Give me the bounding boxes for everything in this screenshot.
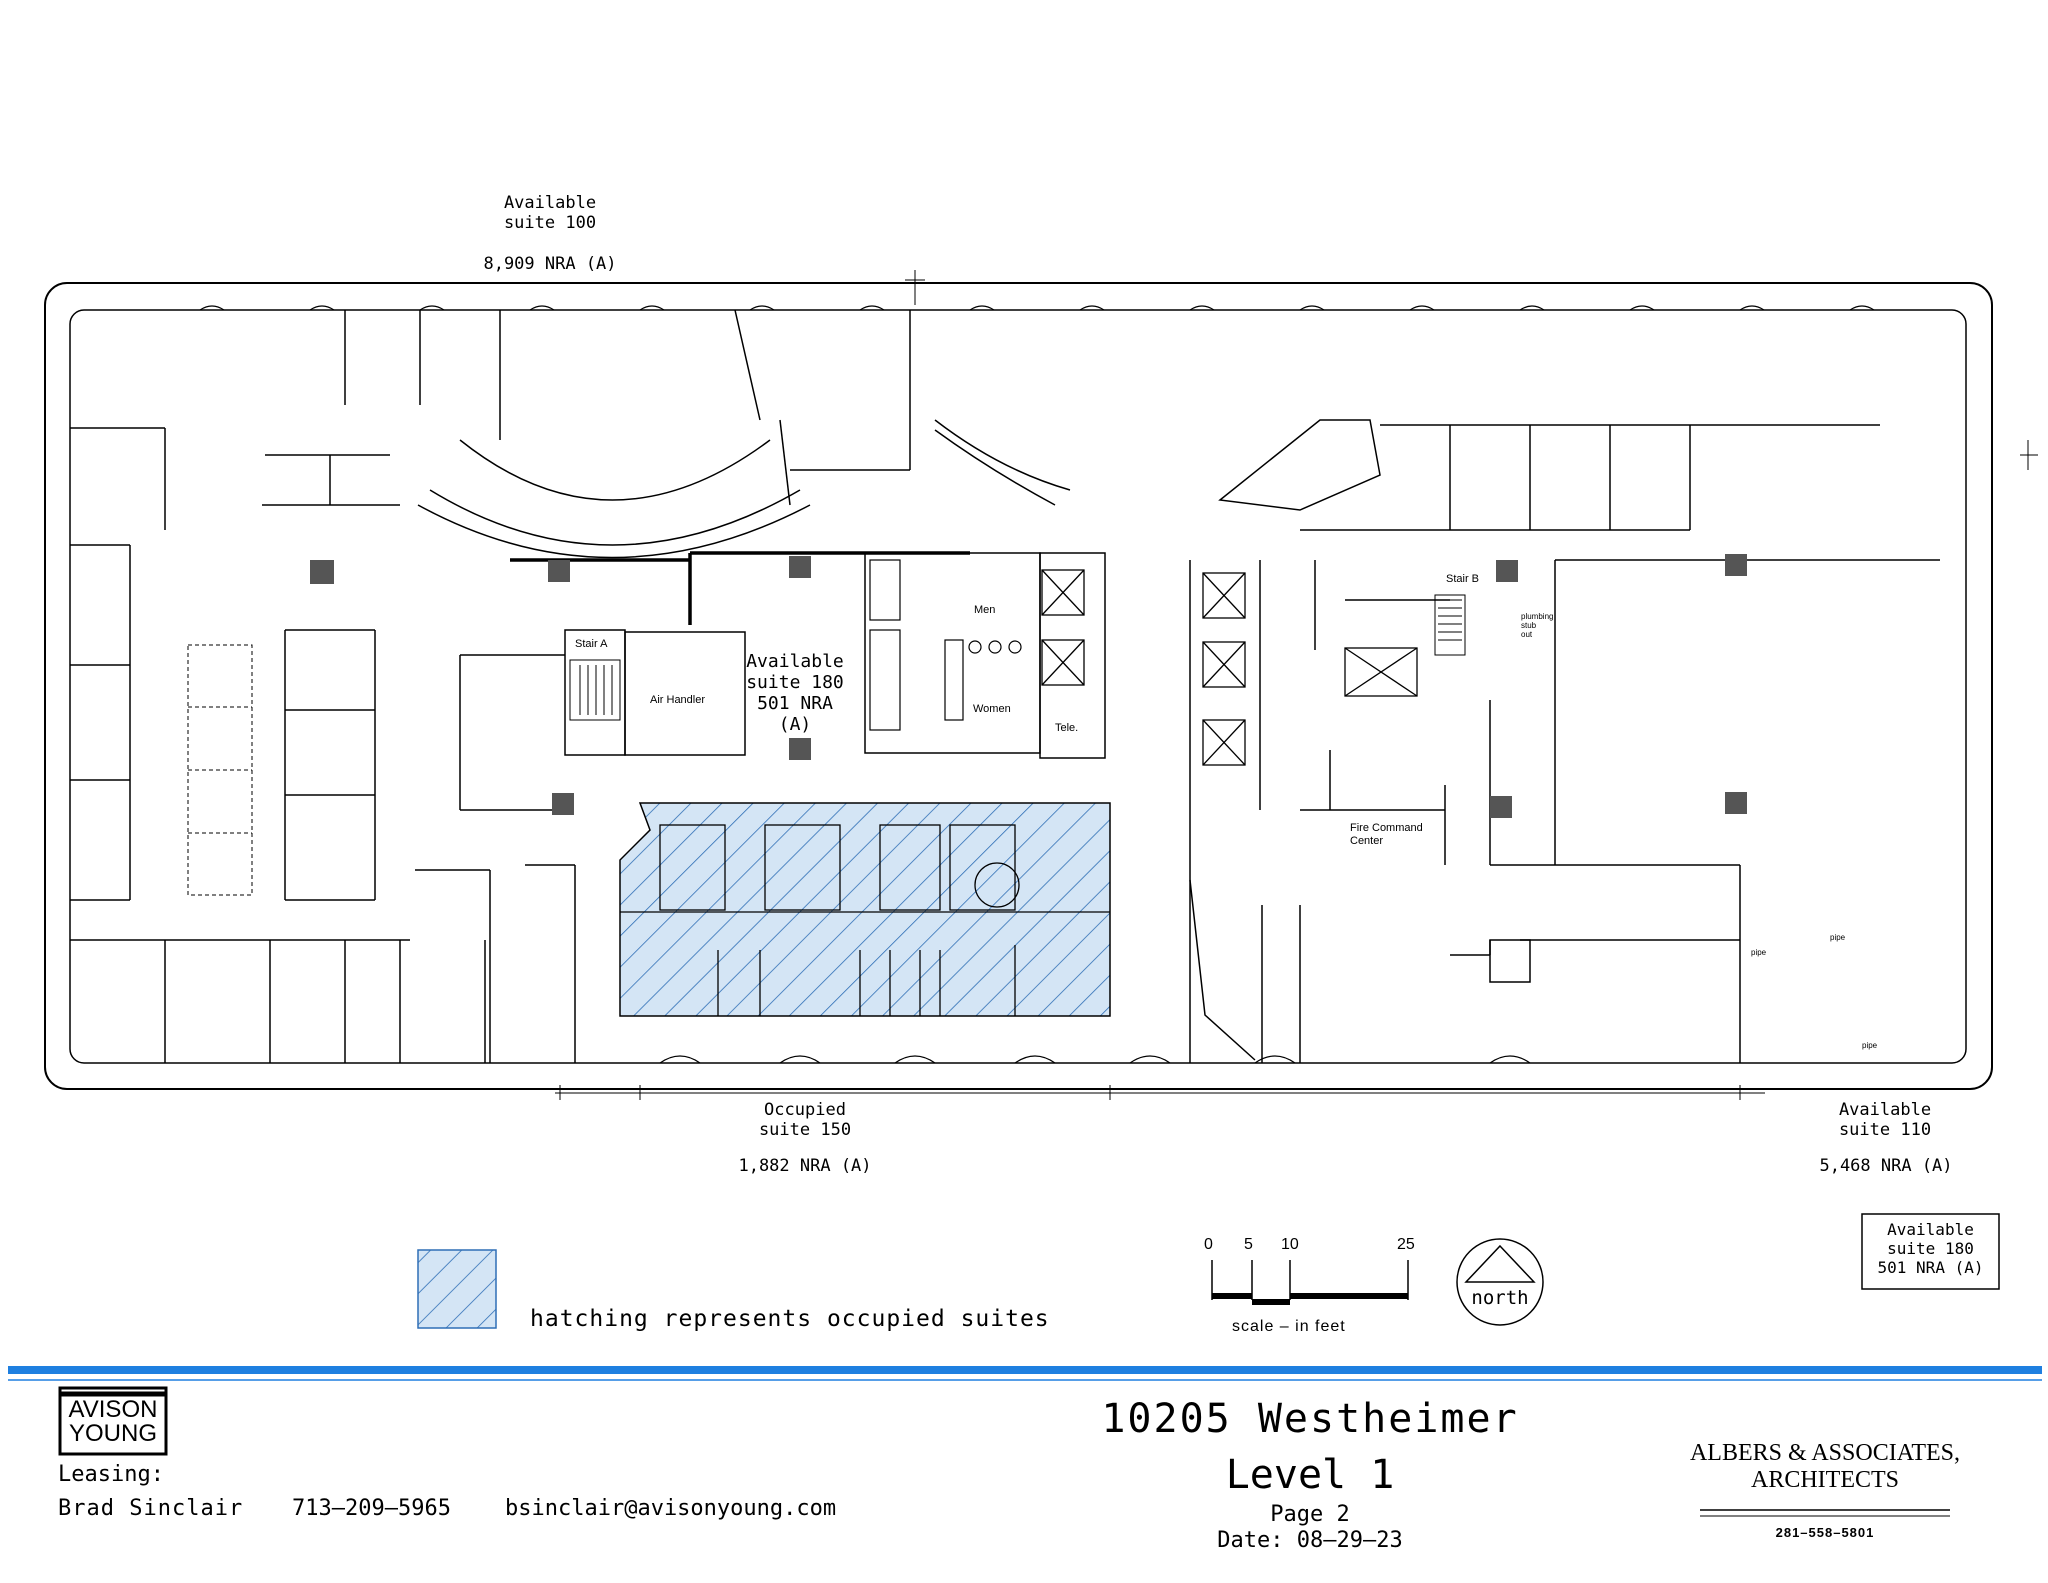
suite-110-number: suite 110 [1838, 1120, 1932, 1140]
pipe-label-1: pipe [1751, 948, 1767, 957]
air-handler-label: Air Handler [650, 694, 706, 706]
architect-phone: 281–558–5801 [1775, 1525, 1875, 1540]
building-inner-wall [69, 309, 1967, 1064]
suite-150-walls [620, 824, 1110, 1016]
north-label: north [1471, 1287, 1529, 1309]
structural-columns [310, 554, 1747, 818]
scale-caption: scale – in feet [1232, 1318, 1346, 1335]
suite-110-walls [1189, 419, 1940, 1063]
scale-tick-10: 10 [1281, 1236, 1299, 1253]
suite-150-status: Occupied [764, 1100, 846, 1120]
curved-reception-walls [417, 309, 1071, 559]
suite-110-area: 5,468 NRA (A) [1819, 1156, 1953, 1176]
tele-room-label: Tele. [1055, 722, 1079, 734]
fire-command-center-label: Fire Command Center [1350, 822, 1423, 847]
suite-150-hatched-area [619, 802, 1111, 1017]
legend-hatch-swatch [417, 1249, 497, 1329]
scale-bar [1211, 1260, 1409, 1305]
restroom-fixtures [869, 559, 1022, 731]
women-restroom-label: Women [973, 703, 1011, 715]
contact-phone: 713–209–5965 [292, 1496, 451, 1521]
contact-name: Brad Sinclair [58, 1496, 244, 1521]
leasing-label: Leasing: [58, 1462, 164, 1487]
suite-150-area: 1,882 NRA (A) [738, 1156, 872, 1176]
elevator-shafts [1041, 569, 1418, 766]
suite-180-box-status: Available [1887, 1220, 1974, 1239]
building-address: 10205 Westheimer [1101, 1396, 1519, 1442]
architect-name: ALBERS & ASSOCIATES, ARCHITECTS [1660, 1440, 1990, 1494]
suite-180-legend-box [1861, 1213, 2000, 1290]
logo-line-2: YOUNG [68, 1420, 157, 1447]
footer-blue-rule [8, 1366, 2042, 1374]
suite-150-label: Occupied suite 150 [720, 1100, 890, 1140]
pipe-label-3: pipe [1862, 1041, 1878, 1050]
north-compass [1456, 1238, 1544, 1326]
men-restroom-label: Men [974, 604, 996, 616]
suite-180-plan-area: 501 NRA (A) [757, 693, 833, 735]
avison-young-logo: AVISON YOUNG [60, 1398, 166, 1446]
page-number: Page 2 [1270, 1502, 1350, 1527]
suite-100-walls [70, 310, 576, 1063]
suite-180-plan-number: suite 180 [746, 672, 844, 693]
suite-100-label: Available suite 100 [470, 193, 630, 233]
drawing-date: Date: 08–29–23 [1217, 1528, 1403, 1553]
suite-180-box-area: 501 NRA (A) [1877, 1258, 1984, 1277]
pipe-label-2: pipe [1830, 933, 1846, 942]
perimeter-columns [199, 305, 1875, 1064]
scale-tick-5: 5 [1244, 1236, 1253, 1253]
logo-line-1: AVISON [68, 1396, 158, 1423]
suite-110-status: Available [1838, 1100, 1932, 1120]
suite-100-area: 8,909 NRA (A) [483, 254, 617, 274]
level-title: Level 1 [1225, 1452, 1395, 1498]
suite-100-status: Available [503, 193, 597, 213]
architect-line-1: ALBERS & ASSOCIATES, [1689, 1440, 1961, 1466]
suite-110-label: Available suite 110 [1800, 1100, 1970, 1140]
scale-tick-0: 0 [1204, 1236, 1213, 1253]
building-outer-wall [44, 282, 1993, 1090]
stair-a-label: Stair A [575, 638, 608, 650]
suite-180-box-number: suite 180 [1887, 1239, 1974, 1258]
stairs [569, 594, 1466, 721]
architect-line-2: ARCHITECTS [1750, 1467, 1899, 1493]
suite-180-plan-status: Available [746, 651, 844, 672]
plumbing-stub-label: plumbing stub out [1521, 612, 1554, 639]
contact-email[interactable]: bsinclair@avisonyoung.com [505, 1496, 837, 1521]
scale-tick-25: 25 [1397, 1236, 1415, 1253]
suite-100-number: suite 100 [503, 213, 597, 233]
suite-180-plan-label: Available suite 180 501 NRA (A) [745, 651, 845, 735]
stair-b-label: Stair B [1446, 573, 1480, 585]
legend-hatch-text: hatching represents occupied suites [530, 1306, 1050, 1332]
conference-table [187, 644, 253, 896]
avison-young-logo-box [58, 1386, 168, 1456]
dimension-lines [555, 270, 2038, 1100]
suite-180-box-label: Available suite 180 501 NRA (A) [1862, 1220, 1999, 1277]
suite-150-number: suite 150 [758, 1120, 852, 1140]
